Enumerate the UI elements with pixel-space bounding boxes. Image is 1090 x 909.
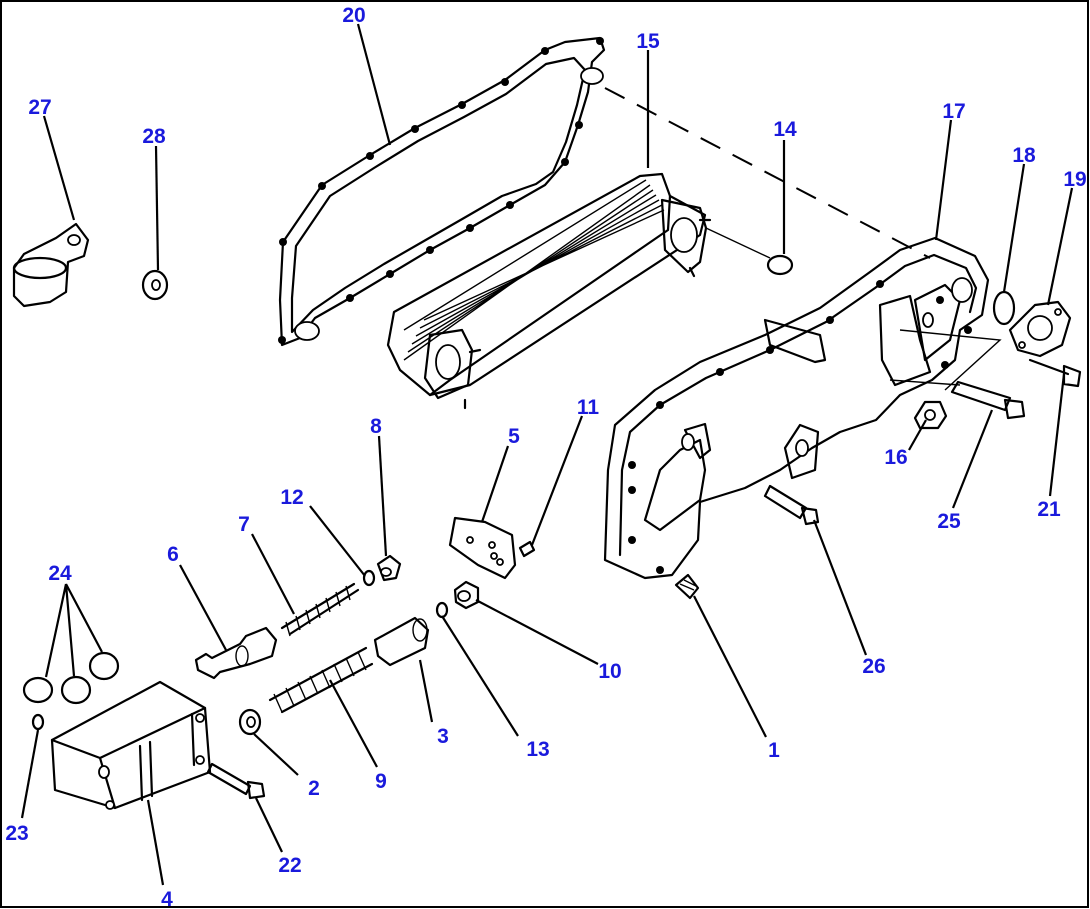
callout-1: 1 xyxy=(768,739,780,762)
callout-16: 16 xyxy=(884,446,907,469)
callout-8: 8 xyxy=(370,415,382,438)
callout-5: 5 xyxy=(508,425,520,448)
bolt-25 xyxy=(950,380,1026,420)
nut-16 xyxy=(913,400,948,430)
callout-24: 24 xyxy=(48,562,72,585)
callout-26: 26 xyxy=(862,655,885,678)
callout-22: 22 xyxy=(278,854,301,877)
callout-19: 19 xyxy=(1063,168,1086,191)
callout-4: 4 xyxy=(161,888,173,909)
flange-19 xyxy=(1008,300,1072,358)
cooler-housing-17 xyxy=(603,236,1002,580)
callout-20: 20 xyxy=(342,4,365,27)
callout-9: 9 xyxy=(375,770,387,793)
callout-3: 3 xyxy=(437,725,449,748)
washer-28 xyxy=(141,269,169,301)
o-ring-14 xyxy=(766,254,794,276)
callout-25: 25 xyxy=(937,510,961,533)
alignment-line xyxy=(604,87,931,259)
gasket-20 xyxy=(278,36,606,347)
callout-28: 28 xyxy=(142,125,166,148)
callout-6: 6 xyxy=(167,543,179,566)
callout-10: 10 xyxy=(598,660,621,683)
washer-2 xyxy=(238,708,262,736)
callout-2: 2 xyxy=(308,777,320,800)
bolt-26 xyxy=(763,484,820,526)
clamp-27 xyxy=(12,222,90,308)
o-rings-24 xyxy=(22,651,120,705)
callout-17: 17 xyxy=(942,100,965,123)
callout-13: 13 xyxy=(526,738,549,761)
bolt-22 xyxy=(206,762,266,800)
callout-12: 12 xyxy=(280,486,303,509)
callout-14: 14 xyxy=(773,118,797,141)
callout-11: 11 xyxy=(577,396,600,419)
valve-6 xyxy=(194,626,278,680)
bolt-21 xyxy=(1028,358,1082,388)
leader-lines xyxy=(20,23,1074,886)
spring-9 xyxy=(268,646,374,714)
screw-11 xyxy=(518,540,536,558)
piston-3 xyxy=(373,616,430,667)
callout-7: 7 xyxy=(238,513,250,536)
plug-10 xyxy=(453,580,480,610)
callout-23: 23 xyxy=(5,822,28,845)
callout-27: 27 xyxy=(28,96,51,119)
cover-4 xyxy=(50,680,212,810)
callout-21: 21 xyxy=(1037,498,1061,521)
oil-cooler-element-15 xyxy=(386,172,712,410)
plate-5 xyxy=(448,516,517,580)
o-ring-13 xyxy=(435,601,449,619)
plug-8 xyxy=(376,554,402,582)
spring-7 xyxy=(280,582,360,637)
plug-1 xyxy=(674,573,700,600)
callout-18: 18 xyxy=(1012,144,1036,167)
guide-14 xyxy=(705,227,771,259)
o-ring-23 xyxy=(31,713,45,731)
callout-15: 15 xyxy=(636,30,660,53)
o-ring-18 xyxy=(992,290,1016,326)
o-ring-12 xyxy=(362,569,376,587)
